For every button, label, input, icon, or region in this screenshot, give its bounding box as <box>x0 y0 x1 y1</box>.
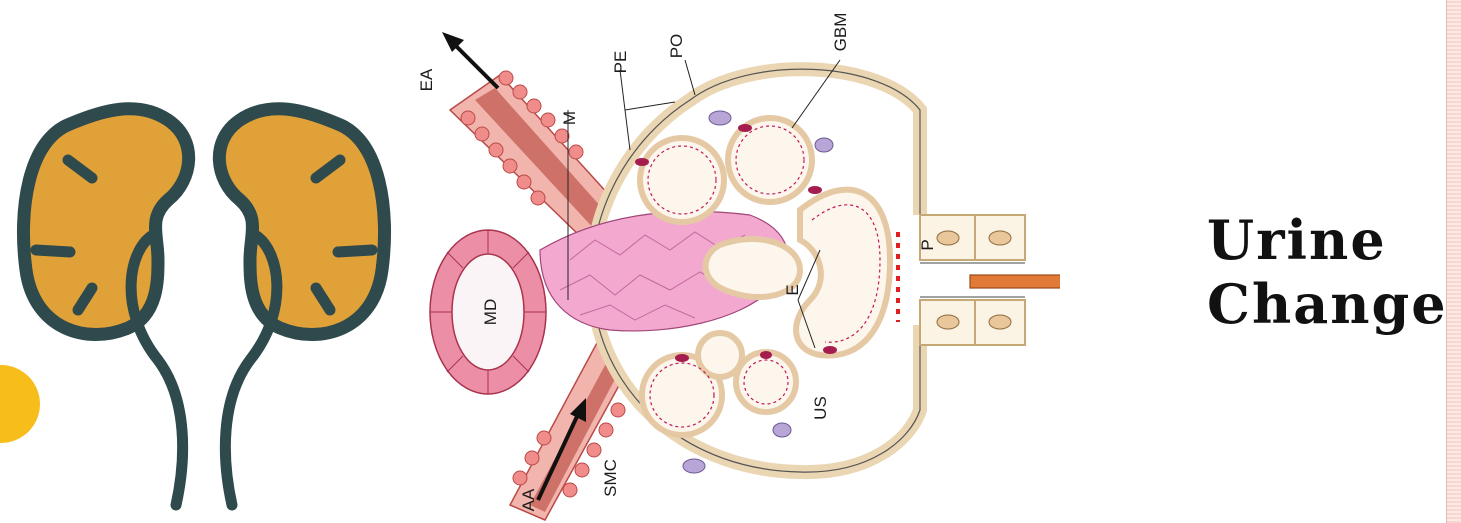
urine-change-line1: Urine <box>1207 208 1447 272</box>
label-p: P <box>918 239 937 250</box>
label-md: MD <box>481 299 500 325</box>
label-m: M <box>560 111 579 125</box>
arrow-right-icon <box>970 266 1060 296</box>
urine-change-label: Urine Change <box>1207 208 1447 336</box>
slide-right-border <box>1446 0 1461 523</box>
urine-change-line2: Change <box>1207 272 1447 336</box>
label-us: US <box>811 396 830 420</box>
label-e: E <box>783 284 802 295</box>
label-smc: SMC <box>601 459 620 497</box>
label-ea: EA <box>420 68 436 91</box>
kidneys-icon <box>8 100 400 512</box>
ea-flow-arrow <box>450 40 498 88</box>
label-gbm: GBM <box>831 13 850 52</box>
label-aa: AA <box>519 488 538 511</box>
glomerulus-diagram: MD <box>420 0 1060 523</box>
label-pe: PE <box>611 51 630 74</box>
label-po: PO <box>667 34 686 59</box>
